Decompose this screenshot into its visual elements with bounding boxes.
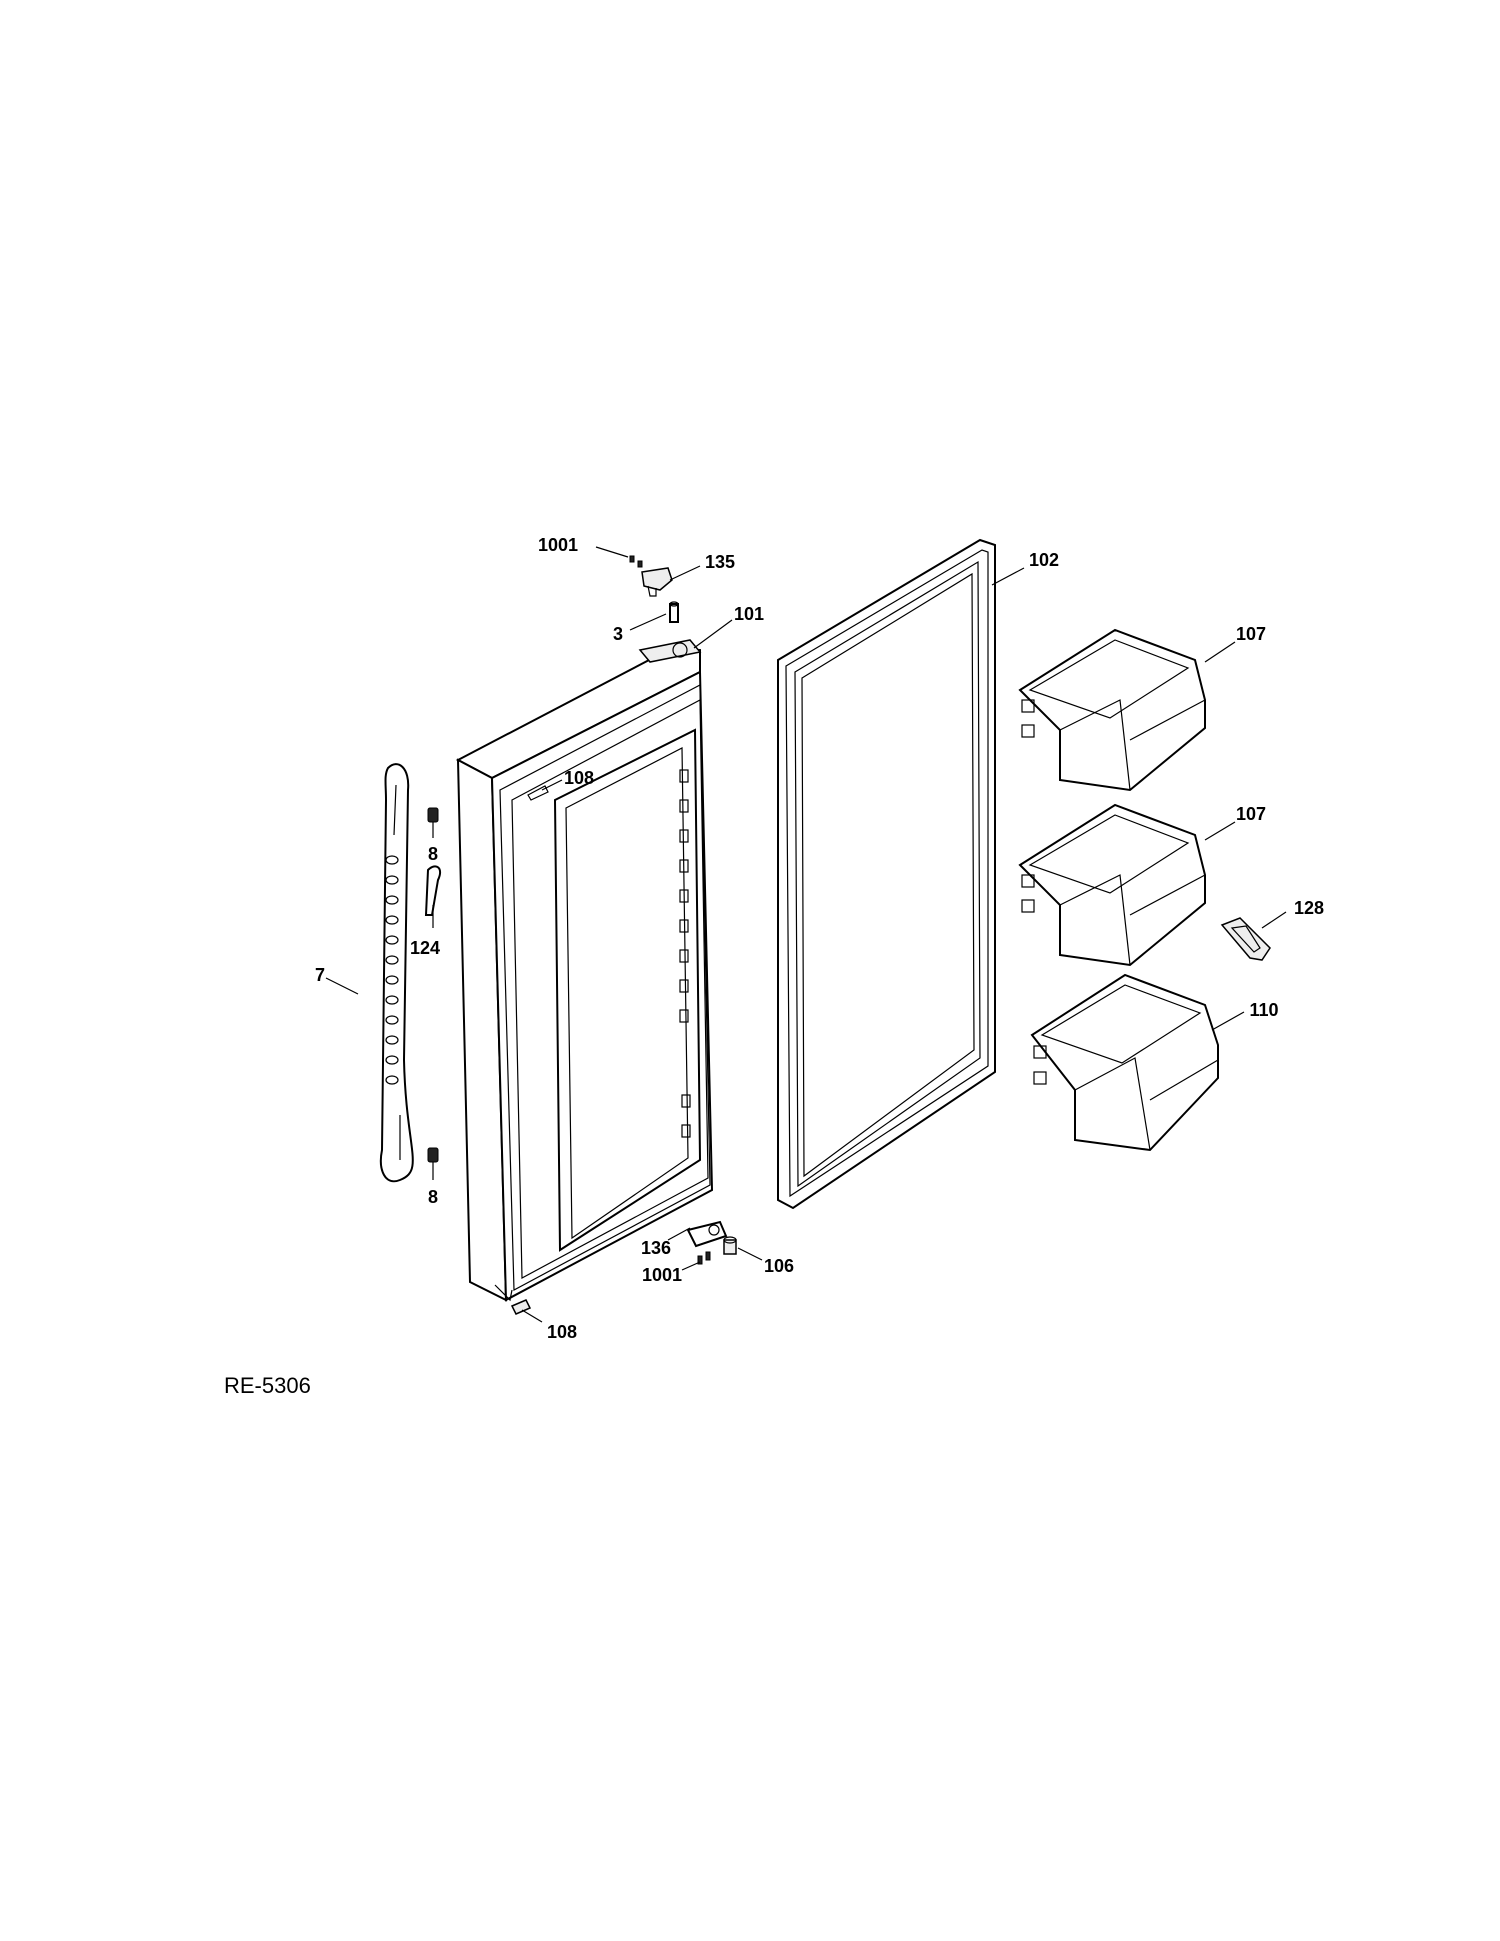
callout-1001-top: 1001 xyxy=(538,535,578,555)
callout-labels: 1001 135 3 101 102 107 107 128 110 108 8… xyxy=(315,535,1324,1342)
callout-8-bottom: 8 xyxy=(428,1187,438,1207)
part-1001-screws-bottom xyxy=(697,1251,711,1265)
callout-128: 128 xyxy=(1294,898,1324,918)
part-106-bushing xyxy=(723,1236,737,1255)
callout-107-b: 107 xyxy=(1236,804,1266,824)
part-108-stop-bottom xyxy=(510,1299,532,1315)
callout-107-a: 107 xyxy=(1236,624,1266,644)
callout-1001-bottom: 1001 xyxy=(642,1265,682,1285)
callout-8-top: 8 xyxy=(428,844,438,864)
part-3-pin xyxy=(669,601,679,623)
leader-lines xyxy=(325,546,1287,1323)
callout-7: 7 xyxy=(315,965,325,985)
callout-108-bottom: 108 xyxy=(547,1322,577,1342)
part-1001-screws-top xyxy=(629,555,643,568)
reference-code: RE-5306 xyxy=(224,1373,311,1398)
callout-108-top: 108 xyxy=(564,768,594,788)
part-135-hinge xyxy=(641,567,673,597)
part-101-door xyxy=(455,639,714,1302)
part-8-screw-top xyxy=(427,807,439,823)
callout-135: 135 xyxy=(705,552,735,572)
callout-101: 101 xyxy=(734,604,764,624)
part-107-bin-bottom xyxy=(1018,803,1206,967)
callout-110: 110 xyxy=(1249,1000,1278,1020)
callout-124: 124 xyxy=(410,938,440,958)
part-108-stop-top xyxy=(527,785,549,801)
part-110-bin xyxy=(1030,973,1219,1152)
callout-102: 102 xyxy=(1029,550,1059,570)
callout-106: 106 xyxy=(764,1256,794,1276)
part-128-insert xyxy=(1220,917,1271,961)
part-7-handle xyxy=(380,763,414,1183)
callout-3: 3 xyxy=(613,624,623,644)
part-107-bin-top xyxy=(1018,628,1206,792)
callout-136: 136 xyxy=(641,1238,671,1258)
part-136-bottom-hinge xyxy=(686,1220,728,1248)
part-8-screw-bottom xyxy=(427,1147,439,1163)
part-102-gasket xyxy=(777,538,996,1210)
